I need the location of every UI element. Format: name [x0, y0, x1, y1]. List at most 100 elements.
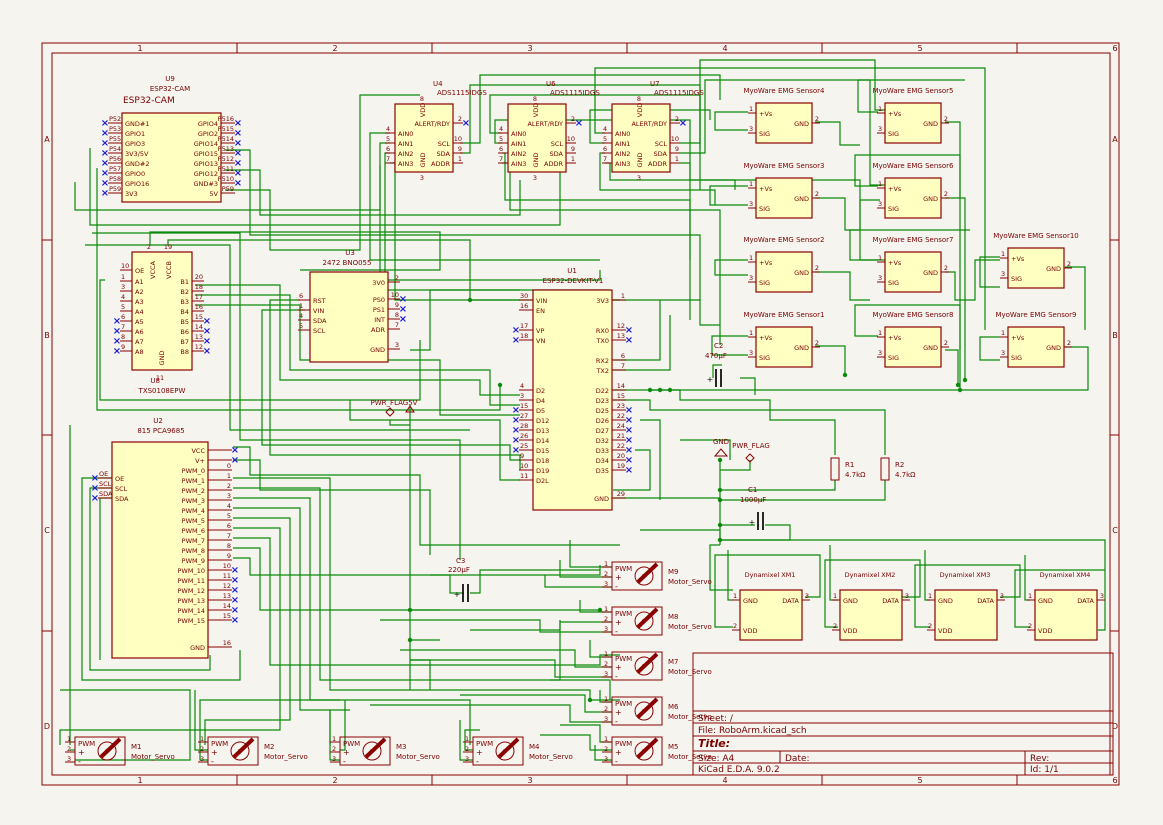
servo-plus-label: +	[615, 573, 622, 582]
pin-label: 3V3	[125, 190, 138, 198]
pin-label: GPIO4	[198, 120, 218, 128]
pin-label: RST	[313, 297, 326, 305]
pin-number: 12	[195, 343, 203, 351]
pin-number: 9	[121, 343, 125, 351]
pin-number: 10	[223, 562, 231, 570]
no-connect-mark: ×	[399, 304, 407, 315]
servo-hub	[238, 749, 242, 753]
pin-label: D12	[536, 417, 549, 425]
col-label-bottom: 1	[137, 776, 142, 785]
pin-label: A4	[135, 308, 144, 316]
cap-value: 470µF	[705, 352, 727, 360]
u8-ref: U8	[150, 377, 160, 385]
servo-ref: M3	[396, 743, 407, 751]
col-label-top: 2	[332, 44, 337, 53]
pin-number: 0	[227, 462, 231, 470]
ads1115-u6: U6ADS1115IDGS4AIN05AIN16AIN27AIN32ALERT/…	[498, 80, 600, 182]
servo-value: Motor_Servo	[131, 753, 175, 761]
u8-pin-vccb: 19	[164, 243, 172, 251]
pin-number: 9	[571, 145, 575, 153]
servo-horn	[362, 741, 382, 761]
no-connect-mark: ×	[231, 565, 239, 576]
pin-label: PWM_2	[182, 487, 205, 495]
pin-number: 2	[200, 745, 204, 753]
no-connect-mark: ×	[625, 415, 633, 426]
pin-number: 18	[520, 332, 528, 340]
pin-label: PWM_4	[182, 507, 205, 515]
pin-label: D25	[596, 407, 609, 415]
servo-frame	[207, 736, 259, 766]
tb-sheet: Sheet: /	[698, 714, 734, 724]
pin-number: 1	[928, 592, 932, 600]
u3-ref: U3	[345, 249, 355, 257]
pin-number: 7	[395, 321, 399, 329]
pin-number: 1	[878, 254, 882, 262]
pin-number: 2	[944, 264, 948, 272]
flag-diamond	[385, 407, 395, 417]
pin-label: AIN0	[615, 130, 630, 138]
servo-plus-label: +	[615, 663, 622, 672]
pin-number: 3	[878, 125, 882, 133]
col-label-top: 5	[917, 44, 922, 53]
servo-pwm-label: PWM	[615, 610, 632, 618]
pin-number: SCL	[99, 480, 112, 488]
pin-number: 6	[386, 145, 390, 153]
dyn-body	[739, 589, 803, 641]
emg-body	[884, 102, 942, 144]
flag-diamond	[745, 453, 755, 463]
pin-label: D27	[596, 427, 609, 435]
pin-number: 15	[223, 612, 231, 620]
pin-label: ALERT/RDY	[631, 120, 667, 128]
pin-label: +Vs	[888, 110, 902, 118]
servo-minus-label: -	[211, 757, 214, 766]
servo-horn	[634, 566, 654, 586]
emg-body	[1007, 247, 1065, 289]
ads-gnd: GND	[419, 153, 427, 168]
pin-label: AIN3	[398, 160, 413, 168]
ads-ref: U7	[650, 80, 660, 88]
inner-frame	[51, 52, 1111, 776]
col-label-bottom: 6	[1112, 776, 1117, 785]
servo-pwm-label: PWM	[476, 740, 493, 748]
pin-label: +Vs	[759, 259, 773, 267]
servo-pwm-label: PWM	[615, 565, 632, 573]
pin-number: P515	[218, 125, 234, 133]
pin-number: 16	[520, 302, 528, 310]
pin-label: SIG	[1011, 275, 1022, 283]
pin-label: D14	[536, 437, 549, 445]
pin-number: 1	[749, 105, 753, 113]
servo-arm	[99, 737, 122, 759]
junction-dot	[407, 637, 413, 643]
pin-label: AIN0	[511, 130, 526, 138]
pin-number: 7	[603, 155, 607, 163]
no-connect-mark: ×	[625, 425, 633, 436]
pin-label: PWM_13	[178, 597, 205, 605]
pin-label: D4	[536, 397, 545, 405]
pin-number: 16	[195, 303, 203, 311]
pin-number: 1	[227, 472, 231, 480]
pin-number: 2	[815, 115, 819, 123]
pin-label: A8	[135, 348, 144, 356]
pin-number: 5	[386, 135, 390, 143]
pin-number: 2	[733, 622, 737, 630]
col-label-bottom: 5	[917, 776, 922, 785]
pin-number: 1	[833, 592, 837, 600]
no-connect-mark: ×	[231, 605, 239, 616]
servo-ref: M4	[529, 743, 540, 751]
pin-label: ADDR	[544, 160, 563, 168]
junction-dot	[717, 537, 723, 543]
junction-dot	[657, 387, 663, 393]
row-label-left: B	[44, 331, 50, 340]
no-connect-mark: ×	[234, 128, 242, 139]
pin-number: P55	[109, 135, 121, 143]
ads-pin-vdd: 8	[637, 95, 641, 103]
pin-label: GND	[1038, 597, 1053, 605]
pin-number: P511	[218, 165, 234, 173]
pin-number: 18	[195, 283, 203, 291]
pin-label: D19	[536, 467, 549, 475]
pin-label: ADR	[371, 326, 385, 334]
